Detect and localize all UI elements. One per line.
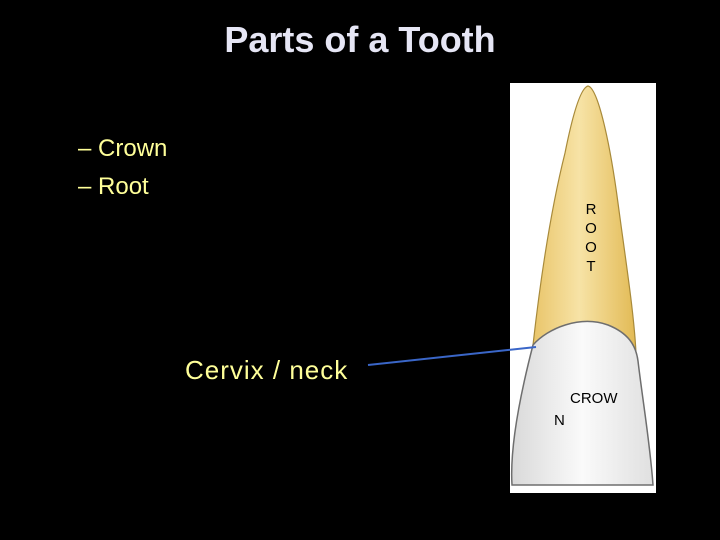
crown-label-line1: CROW: [570, 390, 618, 407]
root-letter: O: [585, 220, 597, 237]
root-letter: O: [585, 239, 597, 256]
tooth-illustration-panel: [510, 83, 656, 493]
cervix-label: Cervix / neck: [185, 355, 349, 385]
tooth-crown: [510, 320, 654, 486]
tooth-illustration: [510, 85, 654, 486]
root-label: R O O T: [583, 200, 599, 276]
root-letter: R: [585, 201, 597, 218]
slide-title: Parts of a Tooth: [224, 19, 496, 60]
bullet-root: – Root: [78, 173, 149, 200]
root-letter: T: [586, 258, 596, 275]
bullet-crown: – Crown: [78, 135, 168, 162]
bullet-list: – Crown – Root: [78, 130, 167, 206]
crown-label-line2: N: [554, 412, 565, 429]
